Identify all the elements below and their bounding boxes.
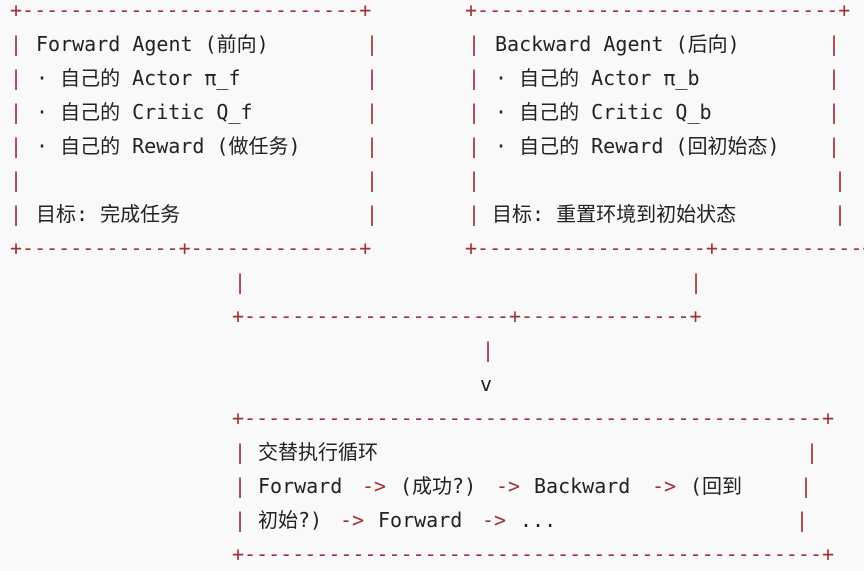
box-border: | — [10, 134, 23, 158]
diagram-text: Backward — [534, 474, 631, 498]
arrow: -> — [482, 508, 507, 532]
box-border: | — [234, 474, 247, 498]
box-border: | — [10, 100, 23, 124]
box-border: | — [366, 100, 379, 124]
diagram-text: ... — [520, 508, 557, 532]
box-border: | — [10, 32, 23, 56]
box-border: | — [10, 202, 23, 226]
diagram-text: · 自己的 Reward (回初始态) — [495, 134, 780, 158]
diagram-text: · 自己的 Actor π_b — [495, 66, 700, 90]
box-border: | — [366, 168, 379, 192]
arrow: -> — [496, 474, 521, 498]
box-border: | — [366, 134, 379, 158]
box-border: | — [828, 32, 841, 56]
diagram-text: Forward — [378, 508, 463, 532]
diagram-text: 交替执行循环 — [258, 440, 378, 464]
arrow: -> — [340, 508, 365, 532]
box-border: | — [468, 32, 481, 56]
box-border: | — [828, 134, 841, 158]
diagram-text: 目标: 完成任务 — [36, 202, 181, 226]
diagram-text: 初始?) — [258, 508, 323, 532]
box-border: | — [828, 100, 841, 124]
box-border: +------------------------------+ — [465, 0, 851, 22]
diagram-text: 目标: 重置环境到初始状态 — [492, 202, 737, 226]
box-border: | — [834, 168, 847, 192]
box-border: | — [366, 202, 379, 226]
diagram-text: (回到 — [690, 474, 743, 498]
box-border: | — [690, 270, 703, 294]
diagram-text: · 自己的 Critic Q_b — [495, 100, 712, 124]
box-border: | — [468, 202, 481, 226]
arrow: -> — [652, 474, 677, 498]
box-border: | — [468, 100, 481, 124]
box-border: +----------------------------+ — [10, 0, 372, 22]
box-border: | — [234, 270, 247, 294]
box-border: | — [468, 134, 481, 158]
box-border: +-------------------+------------+ — [465, 236, 864, 260]
diagram-text: v — [480, 372, 493, 396]
box-border: +-------------+--------------+ — [10, 236, 372, 260]
box-border: | — [834, 202, 847, 226]
box-border: | — [234, 440, 247, 464]
box-border: | — [366, 66, 379, 90]
diagram-text: Forward Agent (前向) — [36, 32, 269, 56]
arrow: -> — [362, 474, 387, 498]
box-border: | — [366, 32, 379, 56]
box-border: | — [800, 474, 813, 498]
box-border: | — [234, 508, 247, 532]
box-border: +----------------------+--------------+ — [232, 304, 702, 328]
diagram-text: (成功?) — [400, 474, 477, 498]
box-border: | — [468, 168, 481, 192]
box-border: | — [796, 508, 809, 532]
diagram-text: Backward Agent (后向) — [495, 32, 740, 56]
diagram-text: · 自己的 Reward (做任务) — [36, 134, 301, 158]
diagram-text: Forward — [258, 474, 343, 498]
box-border: | — [10, 168, 23, 192]
box-border: | — [828, 66, 841, 90]
box-border: | — [482, 338, 495, 362]
diagram-text: · 自己的 Actor π_f — [36, 66, 241, 90]
box-border: | — [806, 440, 819, 464]
box-border: | — [468, 66, 481, 90]
box-border: +---------------------------------------… — [232, 406, 835, 430]
box-border: | — [10, 66, 23, 90]
diagram-text: · 自己的 Critic Q_f — [36, 100, 253, 124]
box-border: +---------------------------------------… — [232, 542, 835, 566]
